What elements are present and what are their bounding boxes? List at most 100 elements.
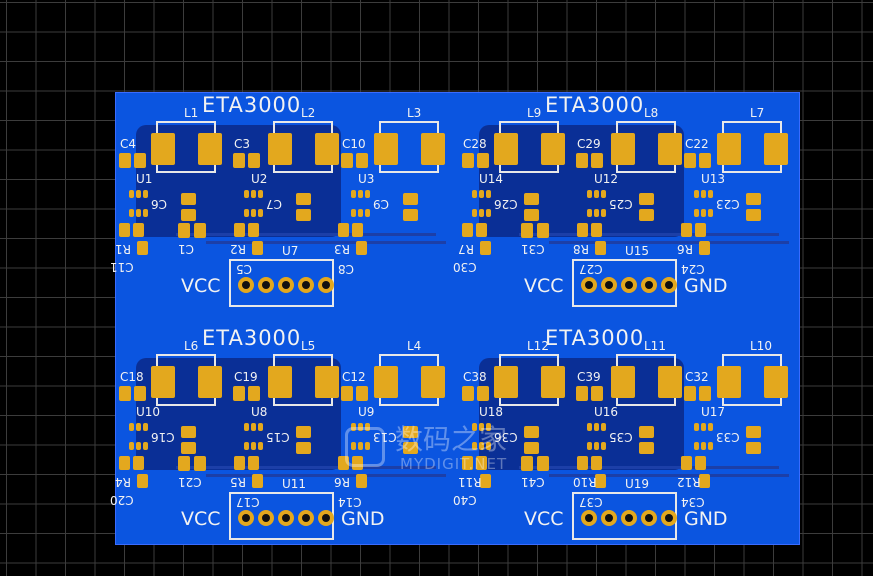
inductor-pad[interactable] (611, 133, 635, 165)
res-pad[interactable] (681, 223, 692, 237)
cap-pad[interactable] (521, 223, 533, 238)
res-pad[interactable] (699, 474, 710, 488)
connector-pin[interactable] (641, 510, 657, 526)
cap-pad[interactable] (233, 153, 245, 168)
cap-pad[interactable] (194, 456, 206, 471)
connector-pin[interactable] (278, 510, 294, 526)
cap-pad[interactable] (524, 426, 539, 438)
res-pad[interactable] (234, 223, 245, 237)
connector-pin[interactable] (298, 510, 314, 526)
inductor-pad[interactable] (198, 366, 222, 398)
inductor-pad[interactable] (764, 133, 788, 165)
res-pad[interactable] (595, 474, 606, 488)
cap-pad[interactable] (746, 426, 761, 438)
cap-pad[interactable] (591, 386, 603, 401)
cap-pad[interactable] (699, 386, 711, 401)
res-pad[interactable] (352, 456, 363, 470)
connector-pin[interactable] (621, 510, 637, 526)
cap-pad[interactable] (119, 153, 131, 168)
res-pad[interactable] (252, 241, 263, 255)
res-pad[interactable] (699, 241, 710, 255)
cap-pad[interactable] (119, 386, 131, 401)
connector-pin[interactable] (238, 510, 254, 526)
cap-pad[interactable] (134, 386, 146, 401)
cap-pad[interactable] (403, 442, 418, 454)
res-pad[interactable] (252, 474, 263, 488)
cap-pad[interactable] (233, 386, 245, 401)
inductor-pad[interactable] (717, 366, 741, 398)
cap-pad[interactable] (356, 386, 368, 401)
inductor-pad[interactable] (268, 366, 292, 398)
res-pad[interactable] (133, 223, 144, 237)
connector-pin[interactable] (661, 277, 677, 293)
inductor-pad[interactable] (151, 133, 175, 165)
cap-pad[interactable] (462, 153, 474, 168)
cap-pad[interactable] (134, 153, 146, 168)
connector-pin[interactable] (581, 277, 597, 293)
inductor-pad[interactable] (315, 366, 339, 398)
inductor-pad[interactable] (658, 133, 682, 165)
res-pad[interactable] (133, 456, 144, 470)
res-pad[interactable] (248, 223, 259, 237)
connector-pin[interactable] (258, 510, 274, 526)
connector-pin[interactable] (318, 277, 334, 293)
inductor-pad[interactable] (494, 133, 518, 165)
res-pad[interactable] (480, 241, 491, 255)
res-pad[interactable] (119, 456, 130, 470)
cap-pad[interactable] (462, 386, 474, 401)
cap-pad[interactable] (576, 153, 588, 168)
res-pad[interactable] (695, 223, 706, 237)
inductor-pad[interactable] (268, 133, 292, 165)
inductor-pad[interactable] (315, 133, 339, 165)
cap-pad[interactable] (746, 209, 761, 221)
res-pad[interactable] (595, 241, 606, 255)
cap-pad[interactable] (341, 153, 353, 168)
cap-pad[interactable] (639, 193, 654, 205)
inductor-pad[interactable] (374, 366, 398, 398)
inductor-pad[interactable] (717, 133, 741, 165)
cap-pad[interactable] (248, 386, 260, 401)
cap-pad[interactable] (181, 442, 196, 454)
cap-pad[interactable] (356, 153, 368, 168)
connector-pin[interactable] (238, 277, 254, 293)
res-pad[interactable] (681, 456, 692, 470)
inductor-pad[interactable] (658, 366, 682, 398)
cap-pad[interactable] (181, 209, 196, 221)
res-pad[interactable] (119, 223, 130, 237)
res-pad[interactable] (356, 474, 367, 488)
res-pad[interactable] (591, 223, 602, 237)
cap-pad[interactable] (477, 386, 489, 401)
res-pad[interactable] (356, 241, 367, 255)
res-pad[interactable] (462, 456, 473, 470)
cap-pad[interactable] (477, 153, 489, 168)
cap-pad[interactable] (296, 193, 311, 205)
res-pad[interactable] (338, 223, 349, 237)
cap-pad[interactable] (576, 386, 588, 401)
connector-pin[interactable] (641, 277, 657, 293)
res-pad[interactable] (591, 456, 602, 470)
connector-pin[interactable] (621, 277, 637, 293)
res-pad[interactable] (480, 474, 491, 488)
inductor-pad[interactable] (541, 366, 565, 398)
cap-pad[interactable] (296, 426, 311, 438)
inductor-pad[interactable] (374, 133, 398, 165)
inductor-pad[interactable] (611, 366, 635, 398)
connector-pin[interactable] (601, 277, 617, 293)
inductor-pad[interactable] (541, 133, 565, 165)
res-pad[interactable] (476, 456, 487, 470)
connector-pin[interactable] (661, 510, 677, 526)
connector-pin[interactable] (298, 277, 314, 293)
inductor-pad[interactable] (198, 133, 222, 165)
cap-pad[interactable] (296, 209, 311, 221)
inductor-pad[interactable] (764, 366, 788, 398)
cap-pad[interactable] (684, 153, 696, 168)
cap-pad[interactable] (537, 456, 549, 471)
cap-pad[interactable] (296, 442, 311, 454)
connector-pin[interactable] (278, 277, 294, 293)
res-pad[interactable] (248, 456, 259, 470)
cap-pad[interactable] (639, 209, 654, 221)
cap-pad[interactable] (639, 442, 654, 454)
